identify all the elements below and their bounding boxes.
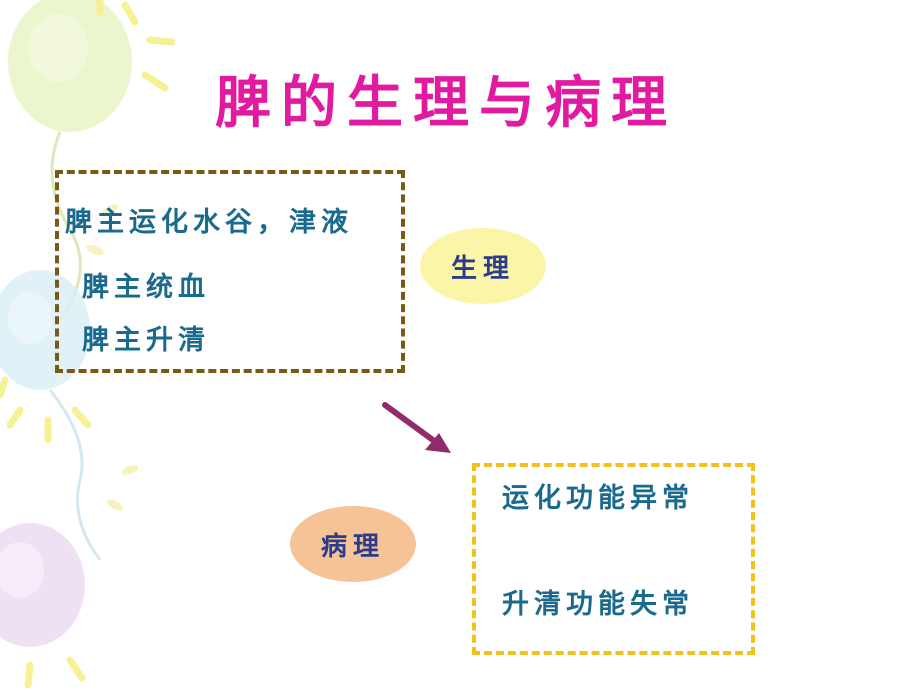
page-title: 脾的生理与病理	[215, 70, 677, 136]
physiology-box	[55, 170, 405, 373]
physiology-item-transport: 脾主运化水谷，津液	[65, 207, 353, 238]
pathology-item-ascend: 升清功能失常	[502, 589, 694, 620]
pathology-item-transport: 运化功能异常	[502, 483, 694, 514]
arrow-icon	[382, 402, 451, 453]
physiology-item-blood: 脾主统血	[82, 272, 210, 303]
pathology-label: 病理	[290, 506, 416, 582]
physiology-label: 生理	[420, 228, 546, 304]
pathology-box	[472, 463, 755, 655]
physiology-item-ascend: 脾主升清	[82, 325, 210, 356]
